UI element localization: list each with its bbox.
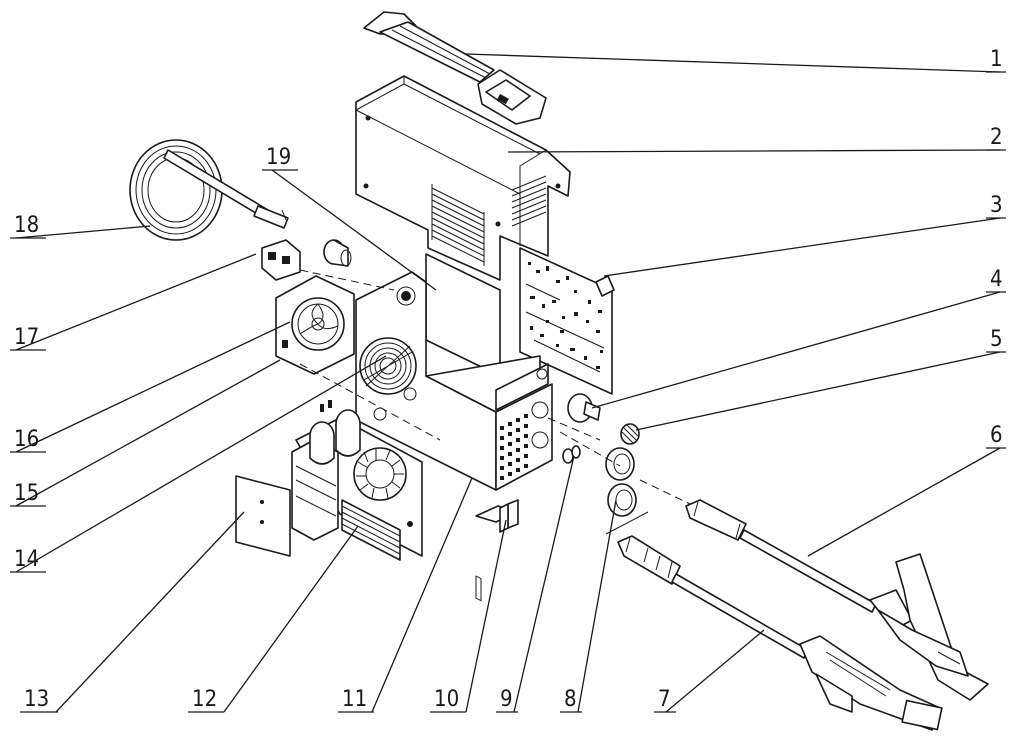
label-2: 2: [990, 125, 1003, 150]
label-8: 8: [564, 687, 577, 712]
cable-gland: [323, 239, 352, 267]
label-3: 3: [990, 193, 1003, 218]
label-16: 16: [14, 427, 39, 452]
label-1: 1: [990, 47, 1003, 72]
part-6-earth-clamp: [685, 499, 989, 701]
part-11-base-chassis: [355, 271, 553, 491]
assembly-dashed-lines: [299, 269, 691, 505]
cover-vent-slots: [431, 184, 485, 266]
label-11: 11: [342, 687, 367, 712]
label-14: 14: [14, 547, 39, 572]
label-17: 17: [14, 325, 39, 350]
label-10: 10: [434, 687, 459, 712]
part-17-power-switch: [261, 239, 301, 281]
part-12-power-board: [291, 400, 423, 561]
part-1-handle-strap: [363, 11, 547, 125]
label-18: 18: [14, 213, 39, 238]
label-12: 12: [192, 687, 217, 712]
label-13: 13: [24, 687, 49, 712]
part-18-input-cable: [129, 139, 289, 241]
part-7-electrode-holder: [617, 535, 943, 731]
leader-lines: [15, 53, 1001, 713]
part-16-fan-guard: [275, 275, 355, 375]
part-10-bracket: [475, 499, 519, 533]
part-4-potentiometer: [567, 393, 601, 423]
label-9: 9: [500, 687, 513, 712]
label-15: 15: [14, 481, 39, 506]
callout-labels: 1 2 3 4 5 6 7 8 9 10 11 12 13 14 15 16 1…: [10, 47, 1006, 713]
part-5-knob: [620, 423, 640, 445]
label-4: 4: [990, 267, 1003, 292]
part-8-output-sockets: [605, 447, 649, 535]
part-2-top-cover: [355, 75, 571, 281]
label-6: 6: [990, 423, 1003, 448]
part-13-insulation-sheet: [235, 475, 291, 557]
label-5: 5: [990, 327, 1003, 352]
label-7: 7: [658, 687, 671, 712]
part-3-control-pcb: [519, 247, 615, 395]
label-19: 19: [266, 145, 291, 170]
chassis-side-vents: [500, 414, 528, 480]
cover-front-vent: [511, 175, 547, 227]
part-9-nut: [562, 445, 581, 464]
